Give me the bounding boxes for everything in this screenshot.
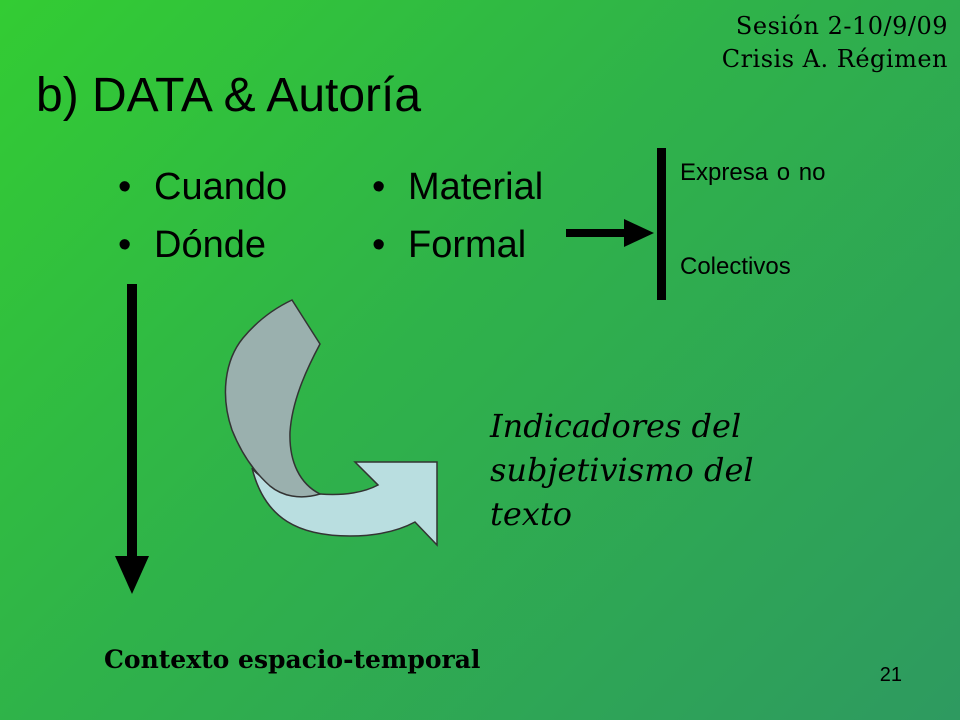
option-colectivos: Colectivos — [680, 253, 791, 280]
bullet-list-right: • Material • Formal — [372, 158, 543, 274]
bullet-text: Dónde — [154, 224, 266, 266]
session-line-1: Sesión 2-10/9/09 — [735, 12, 948, 40]
bullet-text: Formal — [408, 224, 527, 266]
bullet-dot-icon: • — [372, 224, 386, 266]
session-line-2: Crisis A. Régimen — [721, 45, 948, 73]
session-info: Sesión 2-10/9/09 Crisis A. Régimen — [722, 10, 948, 76]
bullet-item: • Cuando — [118, 158, 287, 216]
indicators-line: Indicadores del — [490, 407, 742, 445]
right-arrow-shaft — [566, 229, 628, 237]
indicators-line: texto — [490, 495, 572, 533]
context-label: Contexto espacio-temporal — [104, 645, 481, 674]
right-arrow-head — [624, 219, 654, 247]
indicators-text: Indicadores del subjetivismo del texto — [490, 404, 754, 536]
bullet-text: Material — [408, 166, 544, 208]
down-arrow-shaft — [127, 284, 137, 558]
indicators-line: subjetivismo del — [490, 451, 754, 489]
bullet-text: Cuando — [154, 166, 288, 208]
bracket-bar — [657, 148, 666, 300]
option-expresa: Expresa o no — [680, 159, 826, 186]
slide-title: b) DATA & Autoría — [36, 69, 422, 122]
page-number: 21 — [879, 664, 902, 686]
bullet-item: • Formal — [372, 216, 543, 274]
bullet-dot-icon: • — [118, 224, 132, 266]
bullet-dot-icon: • — [118, 166, 132, 208]
curved-arrow-upper — [224, 299, 323, 498]
bullet-list-left: • Cuando • Dónde — [118, 158, 287, 274]
bullet-item: • Dónde — [118, 216, 287, 274]
bullet-item: • Material — [372, 158, 543, 216]
down-arrow-head — [115, 556, 149, 594]
bullet-dot-icon: • — [372, 166, 386, 208]
